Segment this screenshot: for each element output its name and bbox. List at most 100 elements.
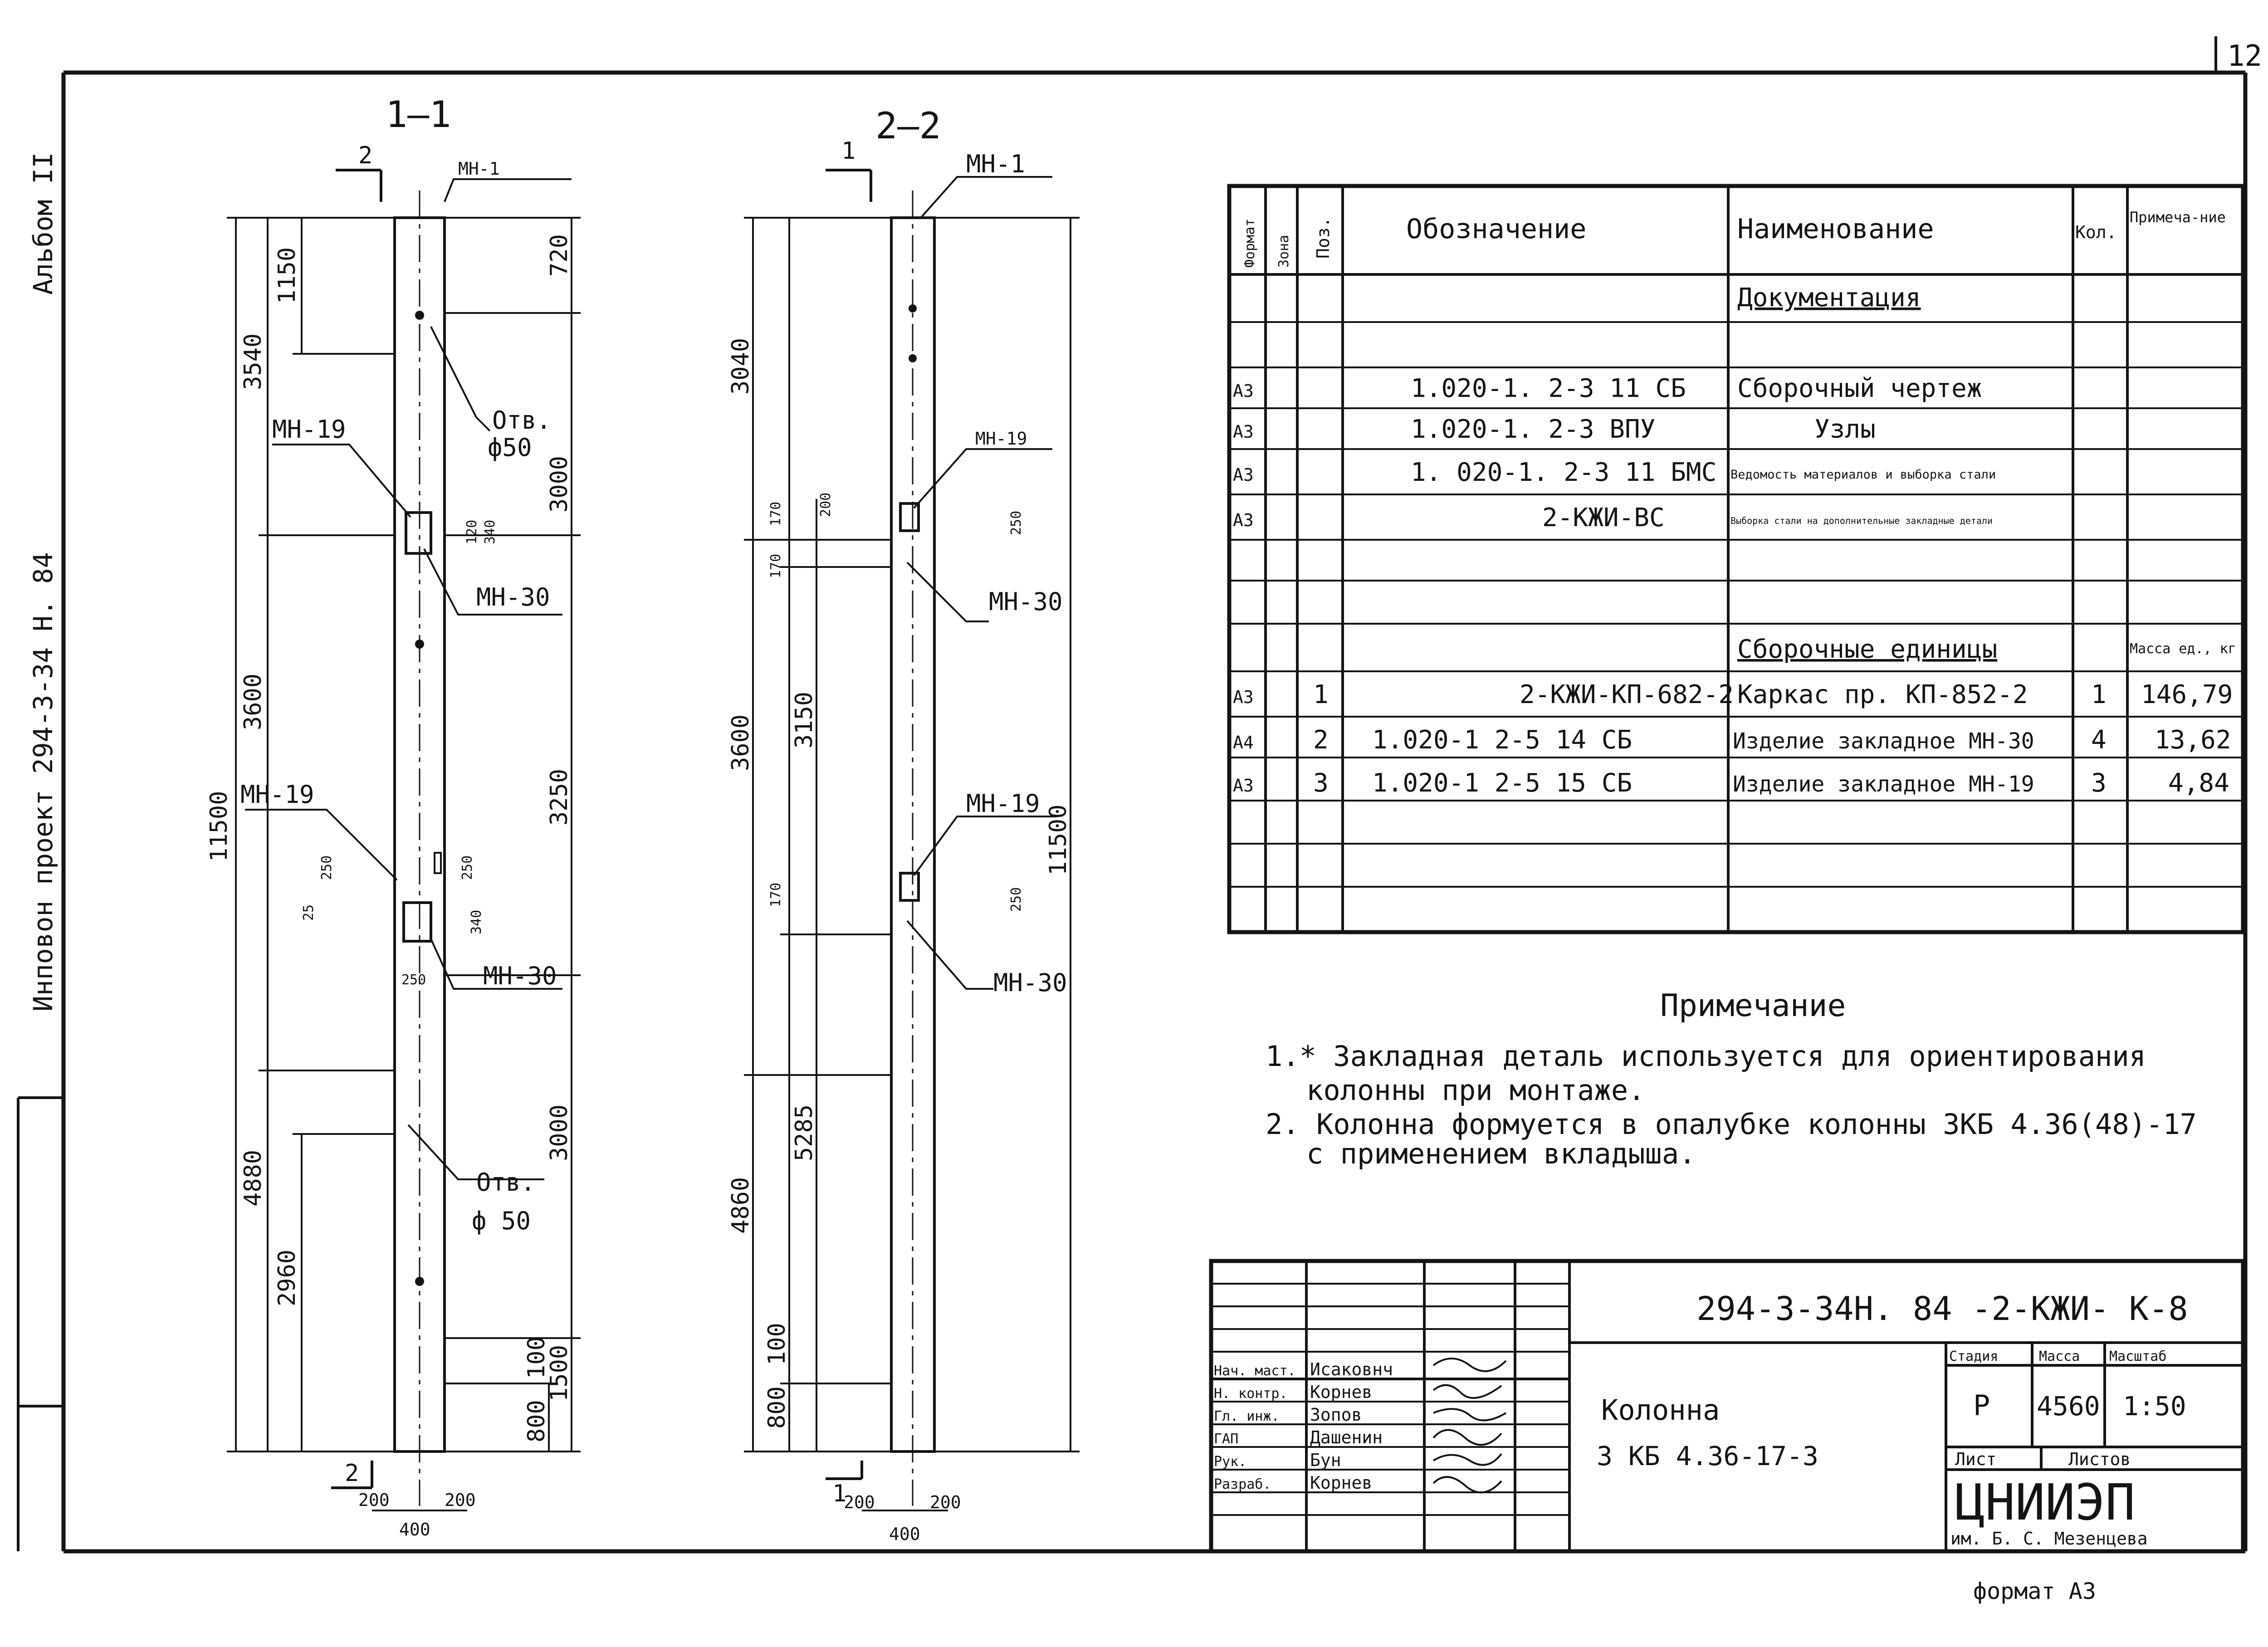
table-cell-designation: 1. 020-1. 2-3 11 БМС bbox=[1411, 458, 1716, 487]
label-d1: ф50 bbox=[488, 433, 532, 462]
table-cell-designation: 1.020-1 2-5 14 СБ bbox=[1372, 725, 1632, 755]
table-cell-pos: 2 bbox=[1313, 725, 1329, 755]
dim-lower: 4880 bbox=[240, 1150, 267, 1207]
dim-2960: 2960 bbox=[274, 1250, 301, 1306]
table-cell-format: А3 bbox=[1233, 776, 1254, 796]
role-person: Бун bbox=[1310, 1450, 1341, 1470]
doc-code: 294-3-34Н. 84 -2-КЖИ- К-8 bbox=[1696, 1290, 2188, 1328]
table-cell-format: А3 bbox=[1233, 687, 1254, 707]
header-format: Формат bbox=[1242, 219, 1258, 268]
label-d2: ф 50 bbox=[472, 1207, 531, 1235]
dim-340: 340 bbox=[469, 910, 484, 934]
dim-5285: 5285 bbox=[791, 1105, 818, 1161]
dim-1500: 1500 bbox=[546, 1345, 573, 1402]
label-mn19a: МН-19 bbox=[975, 429, 1027, 449]
role-label: Разраб. bbox=[1214, 1476, 1271, 1492]
cut-mark: 1 bbox=[841, 137, 855, 165]
org-name: ЦНИИЭП bbox=[1955, 1473, 2135, 1531]
table-cell-designation: 2-КЖИ-ВС bbox=[1542, 503, 1665, 533]
dim-170c: 170 bbox=[768, 883, 784, 907]
label-mn19b: МН-19 bbox=[240, 780, 314, 809]
org-subname: им. Б. С. Мезенцева bbox=[1950, 1529, 2148, 1549]
header-zone: Зона bbox=[1276, 235, 1292, 268]
title-block: 294-3-34Н. 84 -2-КЖИ- К-8 Колонна 3 КБ 4… bbox=[1209, 1259, 2245, 1554]
scale-label: Масштаб bbox=[2109, 1349, 2166, 1364]
dim-720: 720 bbox=[546, 234, 573, 277]
dim-250b: 250 bbox=[459, 855, 475, 880]
dim-120: 120 bbox=[464, 520, 480, 544]
label-otv2: Отв. bbox=[476, 1168, 535, 1197]
dim-total: 11500 bbox=[205, 791, 233, 862]
table-cell-format: А3 bbox=[1233, 465, 1254, 485]
role-person: Корнев bbox=[1310, 1473, 1372, 1493]
stage-value: Р bbox=[1973, 1389, 1990, 1422]
spec-table: Формат Зона Поз. Обозначение Наименовани… bbox=[1227, 184, 2245, 934]
sheet-frame bbox=[17, 36, 2248, 1554]
notes-title: Примечание bbox=[1660, 988, 1846, 1024]
table-cell-name: Каркас пр. КП-852-2 bbox=[1737, 680, 2028, 709]
table-cell-name: Ведомость материалов и выборка стали bbox=[1730, 468, 1996, 482]
table-cell-name: Изделие закладное МН-30 bbox=[1733, 728, 2034, 754]
note-line: с применением вкладыша. bbox=[1306, 1137, 1696, 1170]
table-cell-note: 4,84 bbox=[2168, 768, 2229, 798]
dim-w200a: 200 bbox=[358, 1490, 390, 1510]
label-mn1: МН-1 bbox=[458, 159, 500, 179]
role-person: Зопов bbox=[1310, 1405, 1362, 1425]
note-line: колонны при монтаже. bbox=[1306, 1074, 1645, 1107]
dim-250: 250 bbox=[319, 855, 335, 880]
dim-3040: 3040 bbox=[727, 338, 754, 395]
table-cell-name: Сборочные единицы bbox=[1737, 635, 1997, 664]
dim-250: 250 bbox=[1008, 511, 1024, 535]
role-person: Исаковнч bbox=[1310, 1359, 1393, 1379]
label-mn19b: МН-19 bbox=[966, 789, 1040, 818]
dim-3000b: 3000 bbox=[546, 1105, 573, 1161]
table-cell-format: А3 bbox=[1233, 510, 1254, 530]
mass-label: Масса bbox=[2039, 1349, 2080, 1364]
sheet-label: Лист bbox=[1955, 1449, 1997, 1469]
role-person: Дашенин bbox=[1310, 1427, 1383, 1447]
object-name: Колонна bbox=[1601, 1393, 1720, 1427]
dim-200: 200 bbox=[818, 493, 834, 517]
label-mn30b: МН-30 bbox=[993, 968, 1067, 997]
table-cell-format: А4 bbox=[1233, 733, 1254, 753]
cut-mark-bottom: 1 bbox=[832, 1480, 846, 1507]
dim-upper: 3600 bbox=[727, 714, 754, 771]
object-mark: 3 КБ 4.36-17-3 bbox=[1597, 1441, 1818, 1471]
dim-w200b: 200 bbox=[930, 1492, 961, 1512]
note-line: 1.* Закладная деталь используется для ор… bbox=[1266, 1040, 2146, 1073]
dim-800: 800 bbox=[763, 1386, 791, 1429]
section-title: 1—1 bbox=[386, 93, 451, 136]
dim-w400: 400 bbox=[889, 1524, 920, 1544]
table-cell-qty: 3 bbox=[2091, 768, 2107, 798]
signature-scribbles bbox=[1432, 1358, 1507, 1494]
label-mn30a: МН-30 bbox=[989, 587, 1063, 616]
dim-w200b: 200 bbox=[445, 1490, 476, 1510]
table-cell-name: Сборочный чертеж bbox=[1737, 374, 1982, 403]
dim-3540: 3540 bbox=[240, 333, 267, 390]
role-label: Гл. инж. bbox=[1214, 1408, 1280, 1424]
note-line: 2. Колонна формуется в опалубке колонны … bbox=[1266, 1108, 2197, 1141]
label-mn30a: МН-30 bbox=[476, 583, 550, 611]
section-title: 2—2 bbox=[875, 105, 941, 147]
mass-value: 4560 bbox=[2037, 1391, 2100, 1422]
table-cell-pos: 1 bbox=[1313, 680, 1329, 709]
table-cell-format: А3 bbox=[1233, 422, 1254, 442]
table-cell-designation: 1.020-1 2-5 15 СБ bbox=[1372, 768, 1632, 798]
notes-block: Примечание 1.* Закладная деталь использу… bbox=[1266, 988, 2197, 1170]
header-qty: Кол. bbox=[2075, 222, 2117, 242]
sheet-number: 12 bbox=[2227, 39, 2262, 73]
header-pos: Поз. bbox=[1313, 217, 1333, 259]
side-album-text: Альбом II bbox=[28, 152, 59, 295]
table-cell-designation: 1.020-1. 2-3 ВПУ bbox=[1411, 415, 1655, 444]
dim-100: 100 bbox=[763, 1323, 791, 1365]
scale-value: 1:50 bbox=[2123, 1391, 2186, 1422]
dim-w400: 400 bbox=[399, 1520, 430, 1539]
role-person: Корнев bbox=[1310, 1382, 1372, 1402]
label-mn1: МН-1 bbox=[966, 150, 1025, 178]
table-cell-qty: 4 bbox=[2091, 725, 2107, 755]
dim-250b: 250 bbox=[1008, 887, 1024, 912]
stage-label: Стадия bbox=[1949, 1349, 1998, 1364]
sheets-label: Листов bbox=[2068, 1449, 2131, 1469]
